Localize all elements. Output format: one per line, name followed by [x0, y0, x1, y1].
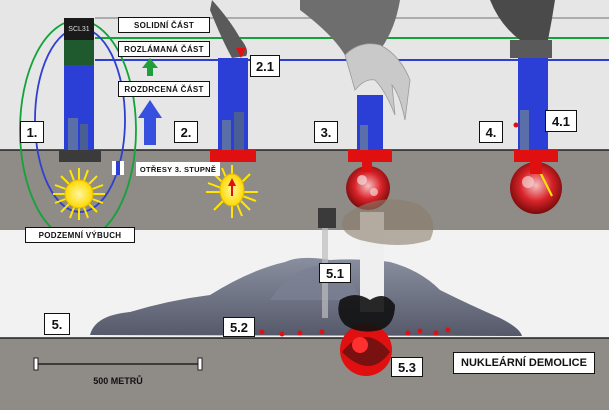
fireball-4 [510, 162, 562, 214]
tremor-marker [112, 161, 124, 175]
tower-1: SCL31 [59, 18, 101, 162]
stage-5-1-label: 5.1 [319, 263, 351, 283]
tower-3 [300, 0, 411, 162]
tower-1-sign: SCL31 [68, 26, 90, 33]
tower-2 [210, 0, 256, 162]
stage-2-1-label: 2.1 [250, 55, 280, 77]
stage-5-2-label: 5.2 [223, 317, 255, 337]
crushed-part-label: ROZDRCENÁ ČÁST [118, 81, 210, 97]
stage-5-3-label: 5.3 [391, 357, 423, 377]
solid-part-label: SOLIDNÍ ČÁST [118, 17, 210, 33]
stage-2-label: 2. [174, 121, 198, 143]
top-ground-band [0, 150, 609, 230]
fireball-3 [346, 162, 390, 210]
tower-4 [490, 0, 558, 162]
stage-1-label: 1. [20, 121, 44, 143]
green-up-arrow [142, 58, 158, 76]
sun-explosion-1 [53, 168, 105, 220]
scale-bar [33, 357, 203, 371]
blue-up-arrow [138, 100, 162, 145]
nuclear-demolition-label: NUKLEÁRNÍ DEMOLICE [453, 352, 595, 374]
stage-3-label: 3. [314, 121, 338, 143]
demolition-column [318, 199, 434, 318]
broken-part-label: ROZLÁMANÁ ČÁST [118, 41, 210, 57]
underground-explosion-label: PODZEMNÍ VÝBUCH [25, 227, 135, 243]
stage-4-label: 4. [479, 121, 503, 143]
bottom-ground-band [0, 338, 609, 410]
demolition-fireball [338, 295, 395, 376]
scale-label: 500 METRŮ [93, 375, 143, 386]
stage-4-1-label: 4.1 [545, 110, 577, 132]
stage-5-label: 5. [44, 313, 70, 335]
tremors-label: OTŘESY 3. STUPNĚ [136, 162, 220, 176]
sun-explosion-2 [206, 165, 258, 218]
red-debris-line [237, 327, 451, 337]
